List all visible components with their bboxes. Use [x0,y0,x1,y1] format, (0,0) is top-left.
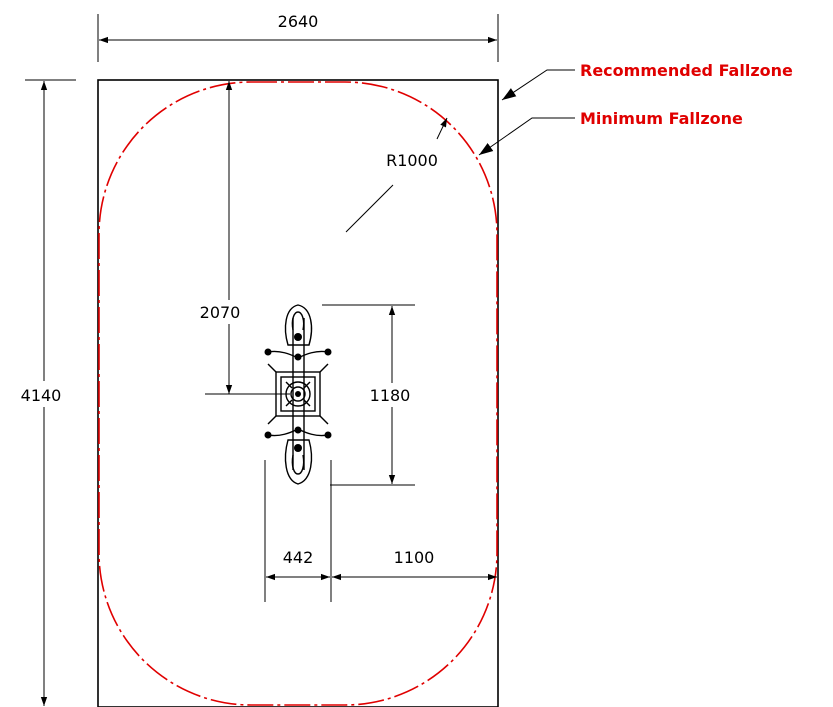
dimension-equipment-width: 442 [264,460,332,602]
dimension-width-label: 2640 [278,12,319,31]
legend-recommended: Recommended Fallzone [501,61,793,101]
dimension-equipment-length: 1180 [322,304,420,486]
dimension-height: 4140 [12,79,76,706]
legend-minimum-label: Minimum Fallzone [580,109,743,128]
legend-minimum: Minimum Fallzone [478,109,743,156]
dimension-height-label: 4140 [21,386,62,405]
minimum-fallzone-outline [98,81,498,706]
dimension-radius-label: R1000 [386,151,438,170]
dimension-clearance-label: 1100 [394,548,435,567]
dimension-half-height: 2070 [190,81,290,395]
recommended-fallzone-outline [97,79,499,707]
dimension-width: 2640 [97,12,499,62]
seesaw-equipment-icon [264,304,332,485]
dimension-equipment-width-label: 442 [283,548,314,567]
dimension-half-height-label: 2070 [200,303,241,322]
dimension-clearance: 1100 [332,548,497,581]
dimension-radius: R1000 [345,117,448,233]
legend-recommended-label: Recommended Fallzone [580,61,793,80]
dimension-equipment-length-label: 1180 [370,386,411,405]
